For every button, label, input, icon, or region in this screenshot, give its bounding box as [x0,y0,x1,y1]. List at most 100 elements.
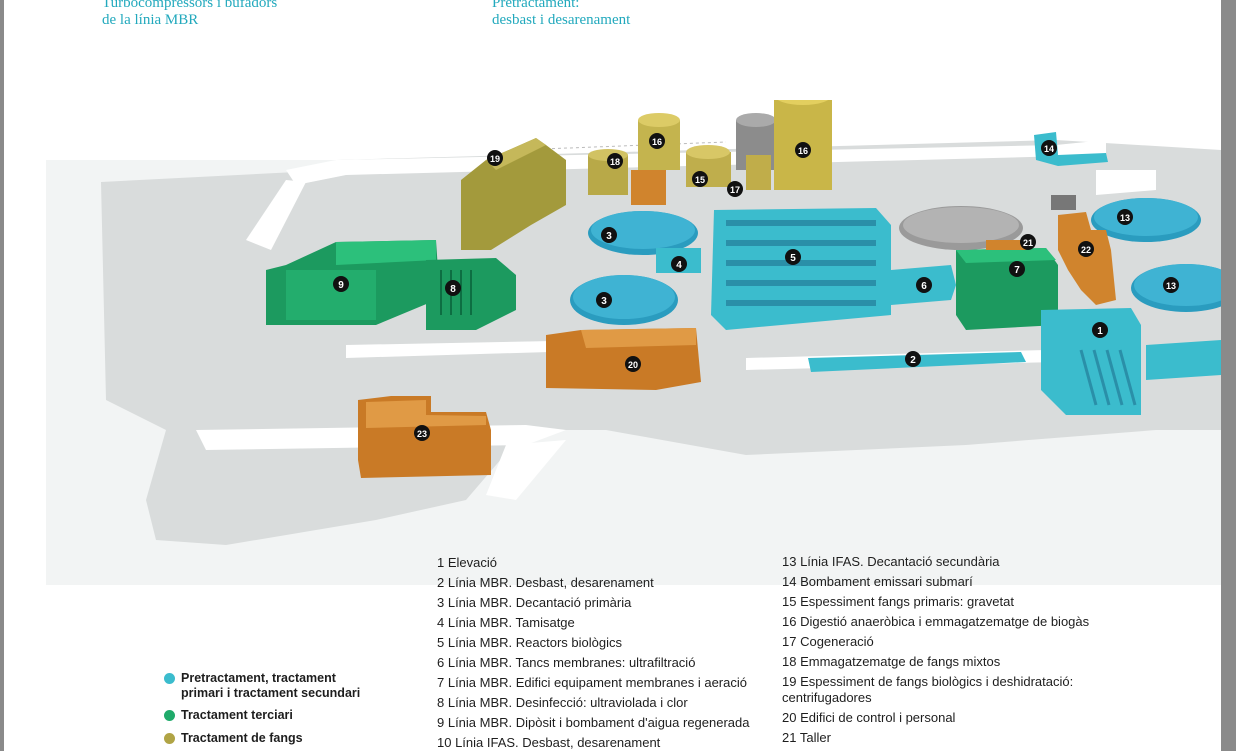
svg-text:3: 3 [601,296,607,307]
svg-text:22: 22 [1081,245,1091,255]
marker-16-small: 16 [649,133,665,149]
marker-23: 23 [414,425,430,441]
category-label: Tractament terciari [181,708,293,722]
svg-text:18: 18 [610,157,620,167]
marker-3-north: 3 [601,227,617,243]
legend-item: 13 Línia IFAS. Decantació secundària [782,554,1000,569]
plant-map: 1 2 3 3 4 5 6 7 8 9 13 13 14 15 16 16 17… [46,100,1221,585]
svg-text:13: 13 [1120,213,1130,223]
marker-5: 5 [785,249,801,265]
legend-item: 16 Digestió anaeròbica i emmagatzematge … [782,614,1090,629]
svg-text:15: 15 [695,175,705,185]
category-label-line: primari i tractament secundari [181,686,361,700]
silo-grey-top [736,113,776,127]
legend-item: 6 Línia MBR. Tancs membranes: ultrafiltr… [437,655,696,670]
building-1-channels [1079,349,1137,406]
block-21 [986,240,1026,250]
sludge-dot-icon [164,733,175,744]
marker-22: 22 [1078,241,1094,257]
caption-line: Turbocompressors i bufadors [102,0,278,11]
building-1 [1041,308,1141,415]
svg-text:3: 3 [606,231,612,242]
block-grey-east [1051,195,1076,210]
legend-item: 10 Línia IFAS. Desbast, desarenament [437,735,661,750]
reactors-5-channels [726,220,876,306]
svg-text:23: 23 [417,429,427,439]
right-frame-edge [1221,0,1236,751]
legend-item: 9 Línia MBR. Dipòsit i bombament d'aigua… [437,715,750,730]
category-label-line: Pretractament, tractament [181,671,336,685]
legend-left-column: 1 Elevació 2 Línia MBR. Desbast, desaren… [437,553,750,753]
map-markers: 1 2 3 3 4 5 6 7 8 9 13 13 14 15 16 16 17… [333,133,1179,441]
building-9-face [286,270,376,320]
svg-text:13: 13 [1166,281,1176,291]
marker-18: 18 [607,153,623,169]
svg-text:2: 2 [910,355,916,366]
svg-text:1: 1 [1097,326,1103,337]
svg-text:8: 8 [450,284,456,295]
reactors-5 [711,208,891,330]
legend-item: 20 Edifici de control i personal [782,710,956,725]
clarifier-13-north-water [1094,198,1198,236]
legend-item: 18 Emmagatzematge de fangs mixtos [782,654,1001,669]
caption-pretreatment: Pretractament: desbast i desarenament [492,0,630,29]
pipe-line [515,141,727,151]
legend-item: 8 Línia MBR. Desinfecció: ultraviolada i… [437,695,688,710]
clarifier-3-south-water [573,275,675,319]
marker-8: 8 [445,280,461,296]
block-orange-north [631,170,666,205]
caption-line: desbast i desarenament [492,12,631,28]
svg-text:9: 9 [338,280,344,291]
svg-text:21: 21 [1023,238,1033,248]
marker-1: 1 [1092,322,1108,338]
marker-13-north: 13 [1117,209,1133,225]
marker-15: 15 [692,171,708,187]
legend-item: 14 Bombament emissari submarí [782,574,973,589]
svg-text:7: 7 [1014,265,1020,276]
marker-20: 20 [625,356,641,372]
pretreatment-dot-icon [164,673,175,684]
category-label: Tractament de fangs [181,731,303,745]
buildings-22 [1058,212,1116,305]
marker-9: 9 [333,276,349,292]
legend-item: 15 Espessiment fangs primaris: gravetat [782,594,1014,609]
legend-item: 5 Línia MBR. Reactors biològics [437,635,622,650]
marker-7: 7 [1009,261,1025,277]
marker-3-south: 3 [596,292,612,308]
caption-line: Pretractament: [492,0,580,11]
caption-line: de la línia MBR [102,12,199,28]
building-9-roof [336,240,436,265]
marker-19: 19 [487,150,503,166]
legend-item: 19 Espessiment de fangs biològics i desh… [782,674,1074,689]
clarifier-grey-top [903,207,1019,243]
road-northeast [1096,170,1156,195]
caption-turbocompressors: Turbocompressors i bufadors de la línia … [102,0,277,29]
clarifier-3-north-water [591,211,695,249]
silo-16-large-top [777,100,829,105]
legend-item: 2 Línia MBR. Desbast, desarenament [437,575,654,590]
legend-item: 4 Línia MBR. Tamisatge [437,615,575,630]
svg-text:5: 5 [790,253,796,264]
svg-text:17: 17 [730,185,740,195]
legend-item: 21 Taller [782,730,831,745]
road-south-connector [486,440,566,500]
marker-13-south: 13 [1163,277,1179,293]
building-23-roof [366,400,486,428]
svg-text:20: 20 [628,360,638,370]
marker-2: 2 [905,351,921,367]
tertiary-dot-icon [164,710,175,721]
legend-item: 7 Línia MBR. Edifici equipament membrane… [437,675,747,690]
marker-17: 17 [727,181,743,197]
legend-item: 17 Cogeneració [782,634,874,649]
legend-item: 3 Línia MBR. Decantació primària [437,595,632,610]
category-label: Pretractament, tractament primari i trac… [181,671,360,701]
road-west [246,180,306,250]
svg-text:4: 4 [676,260,682,271]
marker-21: 21 [1020,234,1036,250]
legend-right-column: 13 Línia IFAS. Decantació secundària 14 … [782,552,1089,748]
building-19 [461,138,566,250]
building-20-roof [581,328,696,348]
building-14 [1034,132,1108,166]
svg-text:6: 6 [921,281,927,292]
legend-item: centrifugadores [782,690,872,705]
